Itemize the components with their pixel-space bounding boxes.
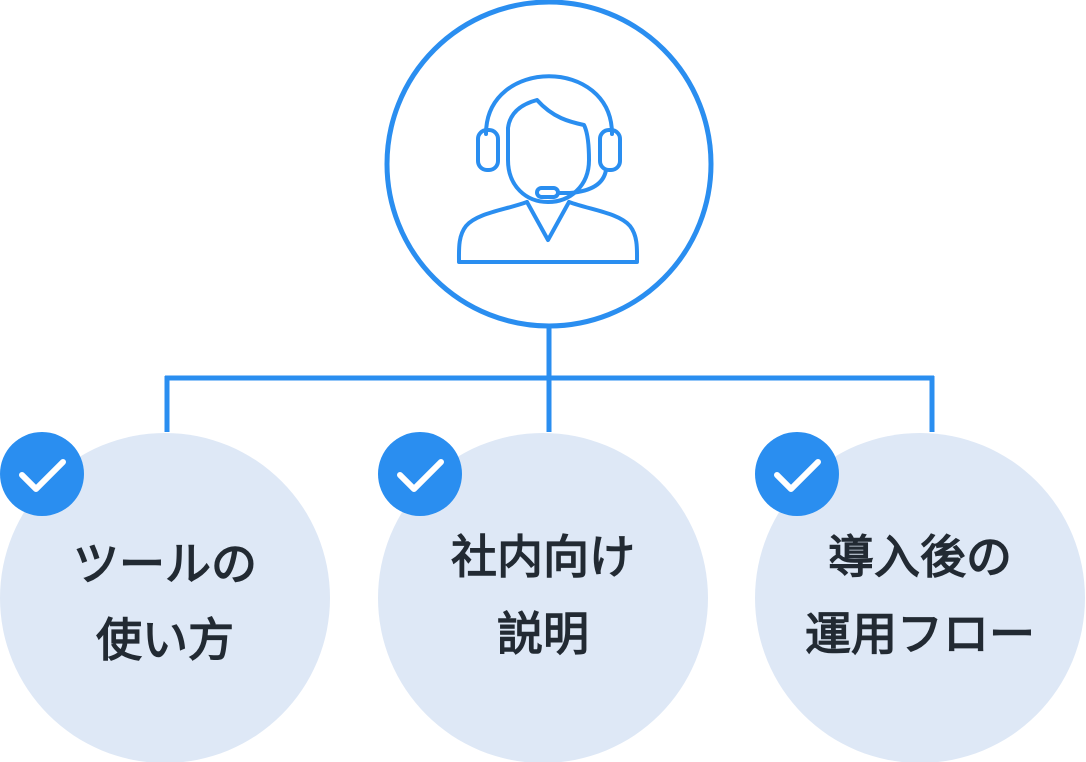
child-label: 導入後の 運用フロー [805, 530, 1035, 661]
child-node-tool-usage: ツールの 使い方 [0, 432, 330, 762]
check-badge [0, 432, 84, 516]
check-icon [397, 459, 444, 492]
child-node-internal-explanation: 社内向け 説明 [378, 432, 708, 762]
connector-lines [164, 327, 935, 432]
child-label-line: 導入後の [828, 530, 1012, 584]
child-circle [0, 433, 330, 762]
headset-operator-icon [456, 74, 640, 264]
child-label: ツールの 使い方 [73, 537, 257, 667]
check-badge [755, 432, 839, 516]
child-label-line: 社内向け [451, 530, 635, 584]
child-label-line: ツールの [73, 537, 257, 591]
child-circle [378, 433, 708, 762]
child-node-post-adoption-flow: 導入後の 運用フロー [755, 432, 1085, 762]
child-circle [755, 433, 1085, 762]
root-node [384, 0, 714, 329]
child-label-line: 運用フロー [805, 607, 1035, 661]
child-label-line: 説明 [497, 607, 589, 661]
root-circle [384, 0, 714, 329]
child-label-line: 使い方 [96, 613, 234, 667]
check-icon [19, 459, 66, 492]
child-label: 社内向け 説明 [451, 530, 635, 661]
check-icon [774, 459, 821, 492]
check-badge [378, 432, 462, 516]
